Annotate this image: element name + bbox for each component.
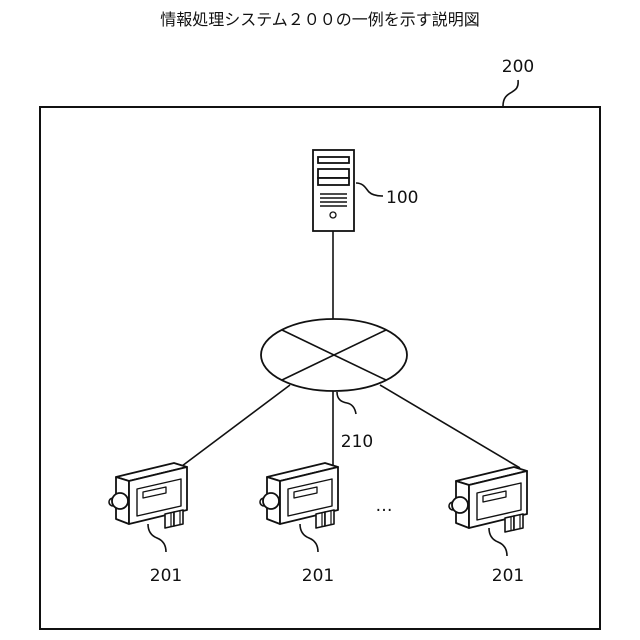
network-camera-link-right bbox=[380, 385, 520, 468]
network-leader-line bbox=[337, 392, 356, 414]
camera-icon-right bbox=[449, 467, 527, 532]
camera-ref-label-right: 201 bbox=[492, 566, 524, 586]
server-ref-label: 100 bbox=[386, 188, 418, 208]
camera-icon-left bbox=[109, 463, 187, 528]
camera-ref-label-left: 201 bbox=[150, 566, 182, 586]
camera-leader-line-left bbox=[148, 524, 166, 552]
server-leader-line bbox=[356, 183, 383, 196]
ellipsis-marker: … bbox=[376, 496, 393, 516]
camera-ref-label-center: 201 bbox=[302, 566, 334, 586]
network-camera-link-left bbox=[182, 385, 290, 466]
network-ref-label: 210 bbox=[341, 432, 373, 452]
camera-icon-center bbox=[260, 463, 338, 528]
server-icon bbox=[313, 150, 354, 231]
system-ref-label: 200 bbox=[502, 57, 534, 77]
network-icon bbox=[261, 319, 407, 391]
system-leader-line bbox=[503, 80, 518, 106]
figure-title: 情報処理システム２００の一例を示す説明図 bbox=[160, 10, 480, 29]
